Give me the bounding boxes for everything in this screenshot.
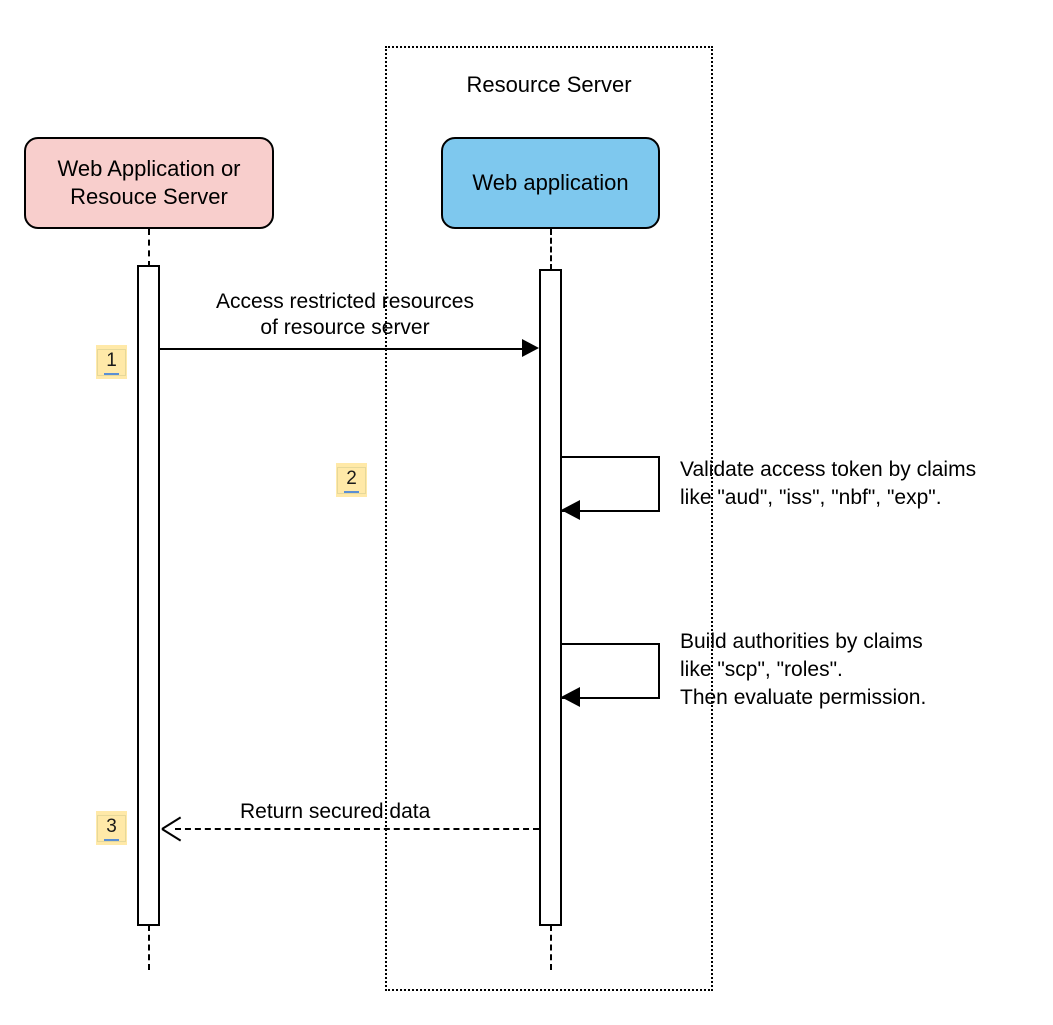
group-frame-resource-server <box>385 46 713 991</box>
message-4-label: Return secured data <box>240 800 431 823</box>
step-badge-2[interactable]: 2 <box>336 463 367 497</box>
message-2-selfcall-loop <box>562 456 660 512</box>
activation-bar-resource-server-app <box>539 269 562 926</box>
participant-client[interactable]: Web Application or Resouce Server <box>24 137 274 229</box>
step-badge-3[interactable]: 3 <box>96 811 127 845</box>
step-badge-2-underline <box>344 490 359 493</box>
step-badge-2-inner: 2 <box>337 466 366 494</box>
message-3-selfcall-loop <box>562 643 660 699</box>
message-2-arrowhead-icon <box>561 500 580 520</box>
lifeline-resource-server-app-lower <box>550 925 552 970</box>
message-1-arrowhead-icon <box>522 339 539 357</box>
step-badge-3-number: 3 <box>106 815 117 837</box>
group-title-resource-server: Resource Server <box>466 72 632 97</box>
message-3-arrowhead-icon <box>561 687 580 707</box>
message-3-note: Build authorities by claims like "scp", … <box>680 630 927 709</box>
step-badge-1-number: 1 <box>106 349 117 371</box>
step-badge-1-underline <box>104 372 119 375</box>
participant-client-label: Web Application or Resouce Server <box>57 156 241 209</box>
message-4-line <box>175 828 539 830</box>
message-1-label: Access restricted resources of resource … <box>216 290 474 339</box>
lifeline-client-lower <box>148 925 150 970</box>
participant-resource-server-app-label: Web application <box>472 170 629 195</box>
message-4-arrowhead-icon <box>162 817 182 839</box>
step-badge-3-inner: 3 <box>97 814 126 842</box>
step-badge-1-inner: 1 <box>97 348 126 376</box>
step-badge-3-underline <box>104 838 119 841</box>
step-badge-2-number: 2 <box>346 467 357 489</box>
message-2-note: Validate access token by claims like "au… <box>680 458 977 509</box>
participant-resource-server-app[interactable]: Web application <box>441 137 660 229</box>
step-badge-1[interactable]: 1 <box>96 345 127 379</box>
message-1-line <box>160 348 525 350</box>
activation-bar-client <box>137 265 160 926</box>
lifeline-client-upper <box>148 229 150 267</box>
lifeline-resource-server-app-upper <box>550 229 552 270</box>
